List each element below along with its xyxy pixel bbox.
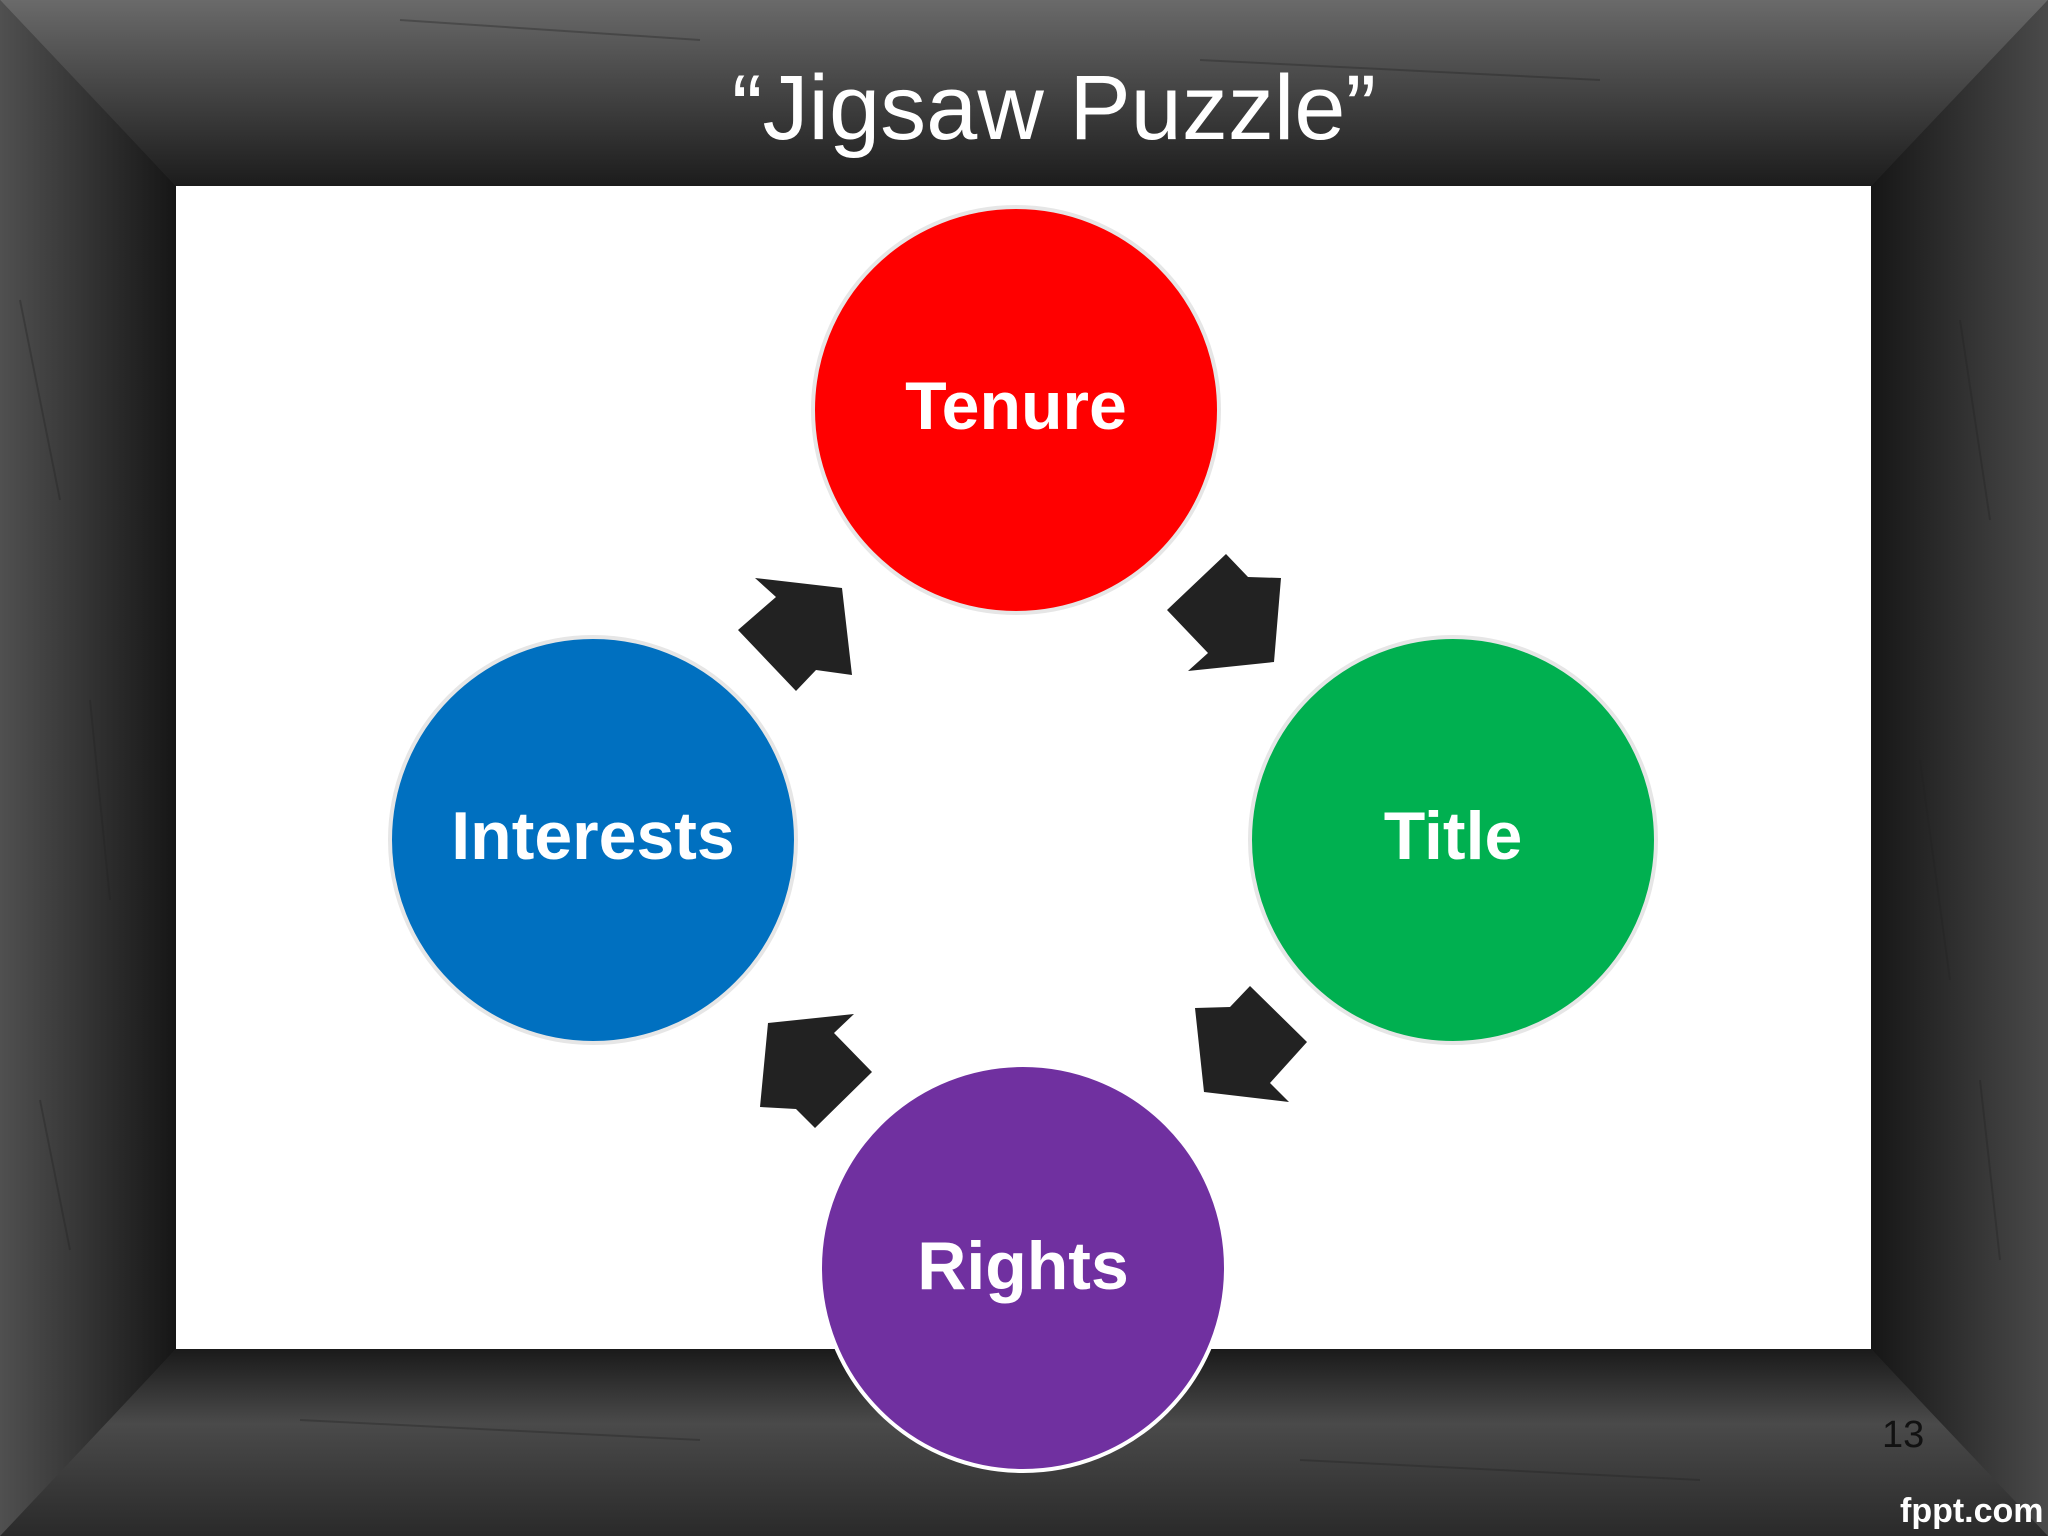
arrow-rights-to-interests <box>760 1014 872 1128</box>
rights-label: Rights <box>917 1228 1129 1304</box>
tenure-circle <box>811 205 1221 615</box>
node-rights <box>818 1063 1228 1473</box>
tenure-label: Tenure <box>905 368 1127 444</box>
title-circle <box>1248 635 1658 1045</box>
arrow-tenure-to-title <box>1167 554 1281 671</box>
watermark-text: fppt.com <box>1900 1492 2044 1530</box>
interests-label: Interests <box>451 798 735 874</box>
slide-title: “Jigsaw Puzzle” <box>731 57 1377 159</box>
node-interests <box>388 635 798 1045</box>
node-title <box>1248 635 1658 1045</box>
arrow-title-to-rights <box>1195 986 1307 1102</box>
interests-circle <box>388 635 798 1045</box>
node-tenure <box>811 205 1221 615</box>
title-label: Title <box>1383 798 1523 874</box>
arrow-interests-to-tenure <box>738 578 852 691</box>
page-number: 13 <box>1882 1414 1925 1456</box>
rights-circle <box>818 1063 1228 1473</box>
